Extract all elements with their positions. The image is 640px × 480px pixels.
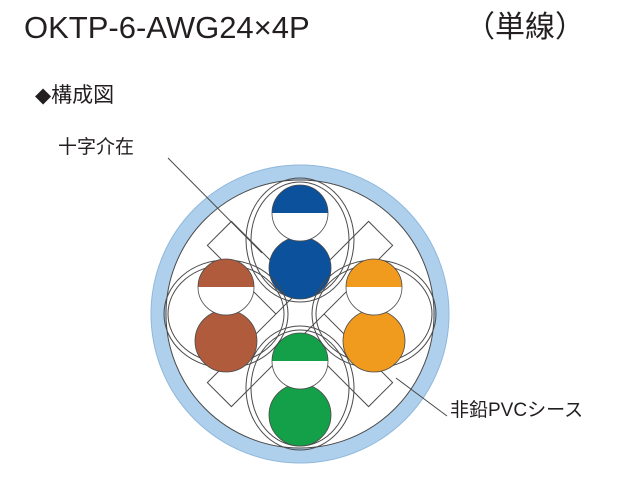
callout-label-cross-filler: 十字介在 <box>58 137 135 158</box>
pair-brown-solid-conductor <box>194 309 258 373</box>
pair-brown-striped-conductor-outline <box>197 258 255 316</box>
callout-label-sheath: 非鉛PVCシース <box>450 400 584 421</box>
title-row: OKTP-6-AWG24×4P （単線） <box>0 0 640 60</box>
pair-green-solid-conductor <box>268 383 332 447</box>
page-subtitle: （単線） <box>465 11 585 44</box>
section-heading: ◆構成図 <box>35 84 115 107</box>
pair-green-wrap <box>245 325 355 451</box>
pair-orange-solid-conductor <box>342 309 406 373</box>
leader-line-sheath <box>395 377 448 417</box>
cross-filler-arm-2 <box>206 220 394 408</box>
pair-blue-solid-conductor <box>268 236 332 300</box>
pair-green-striped-conductor-outline <box>271 332 329 390</box>
pair-green <box>245 325 355 451</box>
pair-blue-wrap <box>245 177 355 303</box>
pair-blue-striped-conductor-outline <box>271 184 329 242</box>
pair-blue <box>245 177 355 303</box>
pair-orange-striped-conductor-outline <box>345 258 403 316</box>
page-title: OKTP-6-AWG24×4P <box>24 10 310 45</box>
leader-line-cross-filler <box>167 157 263 254</box>
cross-filler <box>206 220 394 408</box>
